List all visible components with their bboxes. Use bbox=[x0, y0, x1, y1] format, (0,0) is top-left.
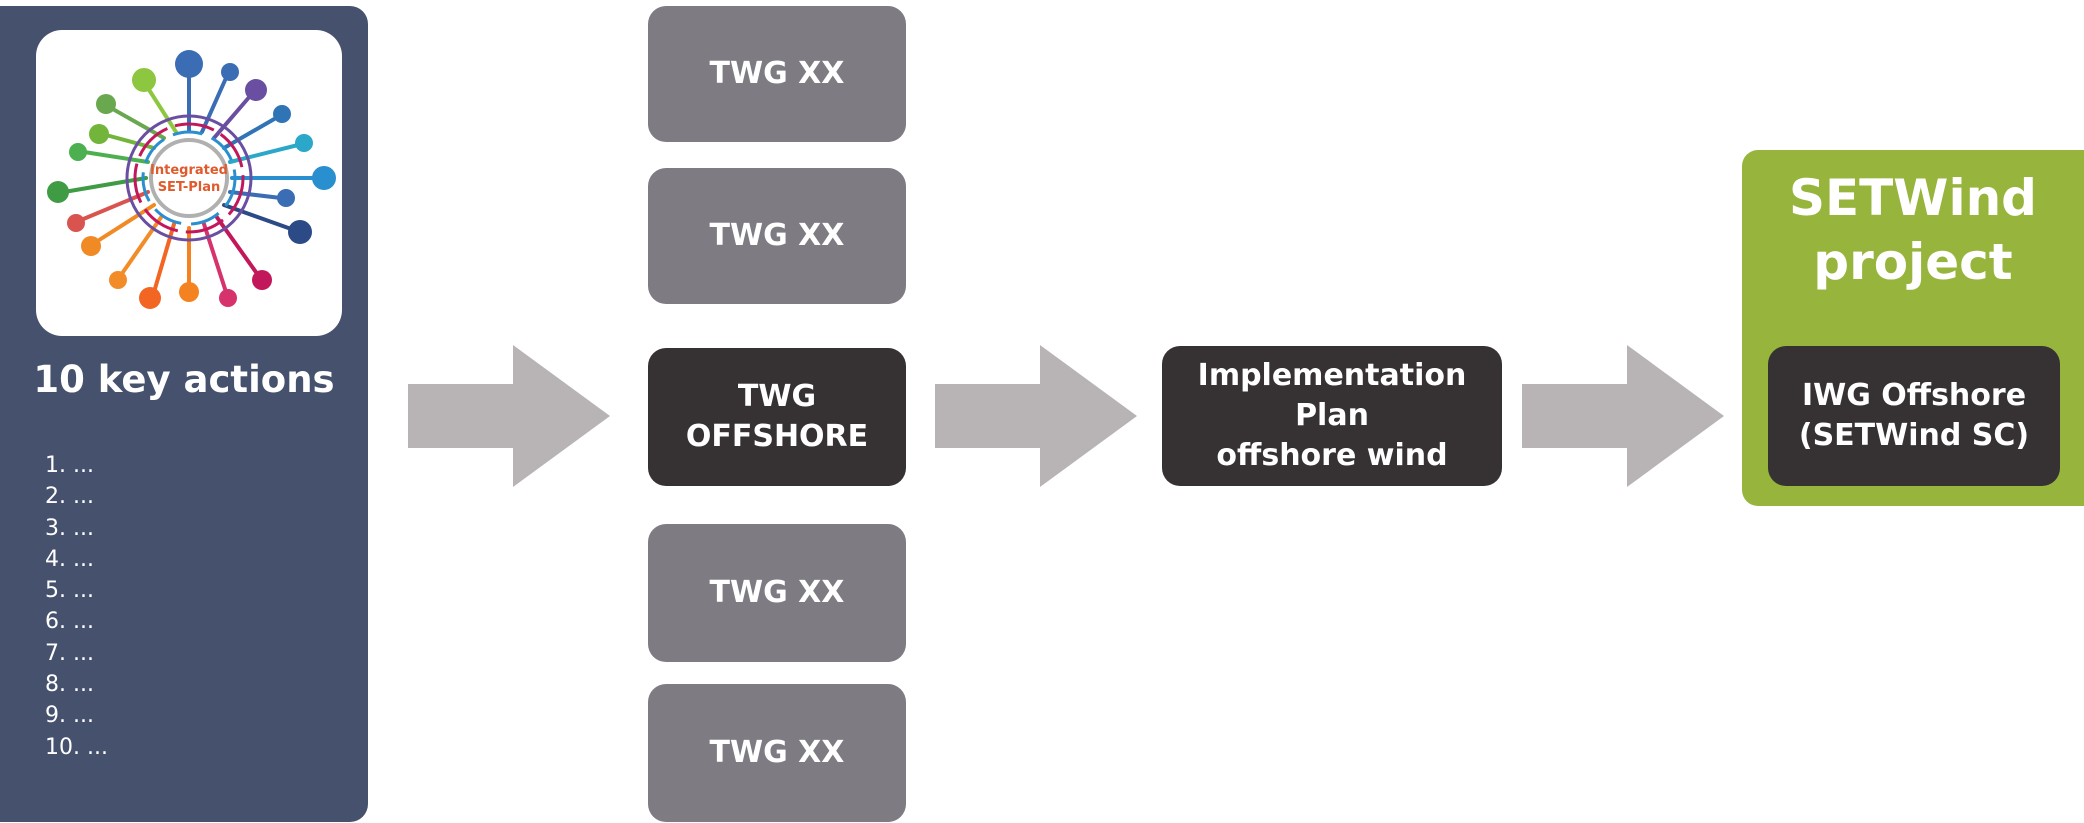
action-item: 4. ... bbox=[45, 546, 94, 572]
action-item: 7. ... bbox=[45, 640, 94, 666]
twg-box-1: TWG XX bbox=[648, 6, 906, 142]
arrow-right-icon bbox=[1522, 345, 1724, 487]
action-item: 6. ... bbox=[45, 609, 94, 635]
twg-box-label: TWG XX bbox=[709, 735, 845, 770]
setwind-title-line1: SETWind bbox=[1789, 169, 2037, 227]
twg-box-4: TWG XX bbox=[648, 524, 906, 662]
implementation-plan-line2: offshore wind bbox=[1216, 438, 1448, 473]
key-actions-title: 10 key actions bbox=[33, 358, 335, 401]
logo-text-line1: Integrated bbox=[150, 163, 228, 178]
action-item: 2. ... bbox=[45, 484, 94, 510]
implementation-plan-box: Implementation Plan offshore wind bbox=[1162, 346, 1502, 486]
action-item: 5. ... bbox=[45, 578, 94, 604]
arrow-right-icon bbox=[408, 345, 610, 487]
twg-box-5: TWG XX bbox=[648, 684, 906, 822]
action-item: 1. ... bbox=[45, 453, 94, 478]
implementation-plan-line1: Implementation Plan bbox=[1197, 358, 1467, 433]
setwind-title-line2: project bbox=[1813, 233, 2013, 291]
set-plan-network-icon: Integrated SET-Plan bbox=[47, 50, 336, 309]
twg-box-label: TWG XX bbox=[709, 575, 845, 610]
action-item: 3. ... bbox=[45, 515, 94, 541]
twg-box-2: TWG XX bbox=[648, 168, 906, 304]
twg-box-label: TWG XX bbox=[709, 56, 845, 91]
twg-offshore-box: TWG OFFSHORE bbox=[648, 348, 906, 486]
iwg-offshore-line1: IWG Offshore bbox=[1801, 378, 2027, 413]
set-plan-panel: Integrated SET-Plan 10 key actions 1. ..… bbox=[0, 6, 368, 822]
logo-text-line2: SET-Plan bbox=[158, 180, 221, 195]
twg-box-label: TWG XX bbox=[709, 218, 845, 253]
integrated-set-plan-logo: Integrated SET-Plan bbox=[36, 30, 342, 336]
action-item: 9. ... bbox=[45, 703, 94, 729]
twg-box-label: TWG OFFSHORE bbox=[685, 379, 869, 454]
iwg-offshore-line2: (SETWind SC) bbox=[1798, 418, 2030, 453]
setwind-title: SETWind project bbox=[1742, 166, 2084, 294]
action-item: 8. ... bbox=[45, 672, 94, 698]
arrow-right-icon bbox=[935, 345, 1137, 487]
action-item: 10. ... bbox=[45, 734, 108, 760]
setwind-project-panel: SETWind project IWG Offshore (SETWind SC… bbox=[1742, 150, 2084, 506]
key-actions-list: 1. ... 2. ... 3. ... 4. ... 5. ... 6. ..… bbox=[45, 450, 108, 763]
iwg-offshore-box: IWG Offshore (SETWind SC) bbox=[1768, 346, 2060, 486]
